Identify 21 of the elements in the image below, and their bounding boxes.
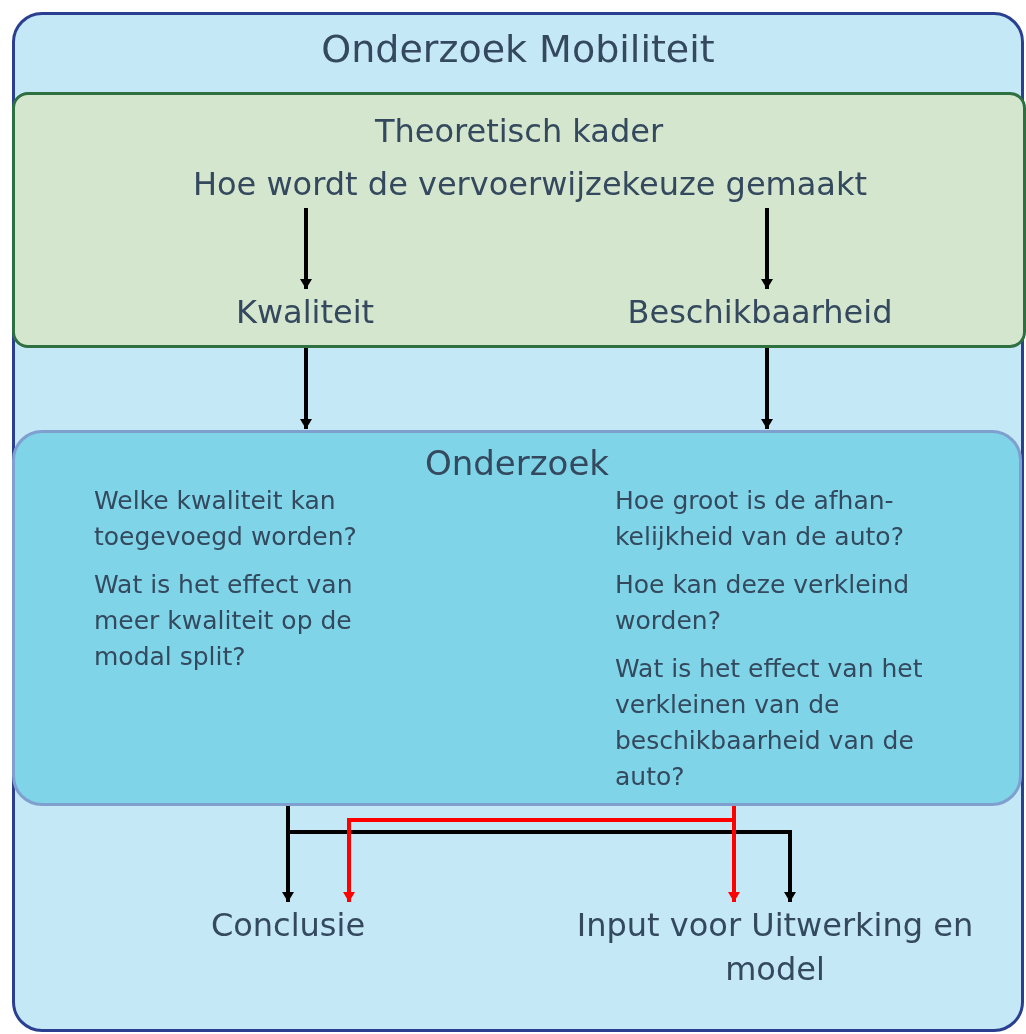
panel-title: Onderzoek Mobiliteit [321,26,715,73]
node-label: Conclusie [180,903,396,949]
node-label: Input voor Uitwerking en model [570,903,980,993]
node-label: Beschikbaarheid [590,290,930,348]
question-text: Hoe groot is de afhan- kelijkheid van de auto? [615,485,905,553]
framework-panel [12,92,1026,348]
arrow [761,348,773,429]
question-text: Welke kwaliteit kan toegevoegd worden? [94,485,358,553]
arrow [761,208,773,289]
question-text: Hoe kan deze verkleind worden? [615,569,911,637]
arrow [300,348,312,429]
arrow [300,208,312,289]
question-text: Wat is het effect van het verkleinen van de beschikbaarheid van de auto? [615,653,924,793]
node-label: Kwaliteit [215,290,395,348]
panel-heading: Theoretisch kader [374,111,664,151]
research-panel [12,430,1022,806]
node-label: Hoe wordt de vervoerwijzekeuze gemaakt [120,162,940,208]
panel-heading: Onderzoek [424,443,609,483]
outer-panel [12,12,1024,1032]
question-text: Wat is het effect van meer kwaliteit op de modal split? [94,569,354,673]
arrow [343,806,736,902]
